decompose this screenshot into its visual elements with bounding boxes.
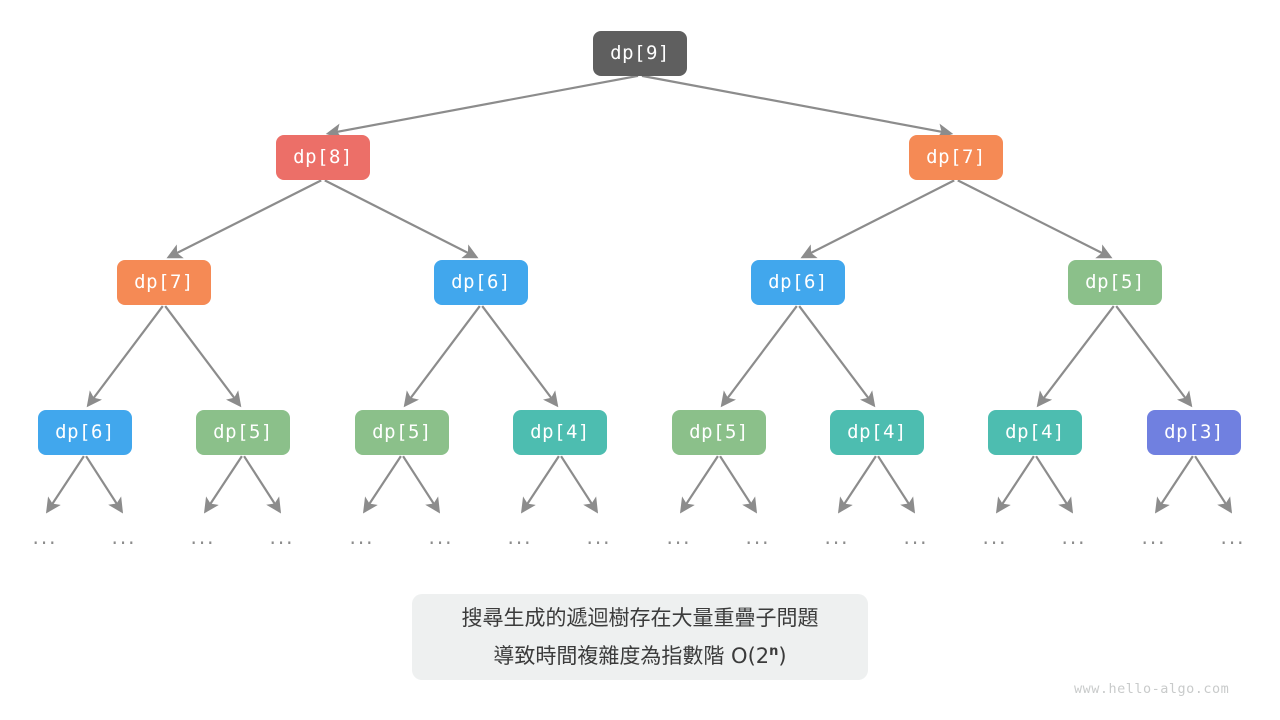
tree-node-n0: dp[9] <box>593 30 687 76</box>
tree-node-n11: dp[5] <box>672 409 766 455</box>
leaf-edge-12 <box>995 455 1035 514</box>
ellipsis-marker: ... <box>982 525 1008 549</box>
edge-n0-n1 <box>325 74 639 139</box>
leaf-edge-5 <box>402 455 441 514</box>
ellipsis-marker: ... <box>1141 525 1167 549</box>
edge-n2-n6 <box>957 179 1113 259</box>
tree-node-n6: dp[5] <box>1068 259 1162 305</box>
ellipsis-marker: ... <box>111 525 137 549</box>
tree-node-n8: dp[5] <box>196 409 290 455</box>
tree-node-n7: dp[6] <box>38 409 132 455</box>
ellipsis-marker: ... <box>586 525 612 549</box>
leaf-edge-7 <box>560 455 599 514</box>
ellipsis-marker: ... <box>32 525 58 549</box>
leaf-edge-0 <box>45 455 85 514</box>
edge-n4-n10 <box>481 305 559 408</box>
leaf-edge-8 <box>679 455 719 514</box>
edge-n6-n13 <box>1036 305 1115 408</box>
edge-n3-n7 <box>86 305 164 408</box>
edge-n6-n14 <box>1115 305 1193 408</box>
caption-line-2: 導致時間複雜度為指數階 O(2n) <box>493 635 786 673</box>
ellipsis-marker: ... <box>824 525 850 549</box>
leaf-edge-13 <box>1035 455 1074 514</box>
leaf-edge-11 <box>877 455 916 514</box>
edge-n5-n12 <box>798 305 876 408</box>
caption-box: 搜尋生成的遞迴樹存在大量重疊子問題 導致時間複雜度為指數階 O(2n) <box>412 594 868 680</box>
leaf-edge-14 <box>1154 455 1194 514</box>
edge-n0-n2 <box>641 74 954 139</box>
tree-node-n9: dp[5] <box>355 409 449 455</box>
tree-node-n1: dp[8] <box>276 134 370 180</box>
tree-node-n13: dp[4] <box>988 409 1082 455</box>
leaf-edge-3 <box>243 455 282 514</box>
tree-node-n3: dp[7] <box>117 259 211 305</box>
tree-node-n12: dp[4] <box>830 409 924 455</box>
leaf-edge-4 <box>362 455 402 514</box>
tree-node-n14: dp[3] <box>1147 409 1241 455</box>
ellipsis-marker: ... <box>1061 525 1087 549</box>
ellipsis-marker: ... <box>269 525 295 549</box>
tree-node-n2: dp[7] <box>909 134 1003 180</box>
edge-n3-n8 <box>164 305 242 408</box>
ellipsis-marker: ... <box>666 525 692 549</box>
leaf-edge-9 <box>719 455 758 514</box>
leaf-edge-1 <box>85 455 124 514</box>
ellipsis-marker: ... <box>903 525 929 549</box>
edge-n4-n9 <box>403 305 481 408</box>
ellipsis-marker: ... <box>745 525 771 549</box>
caption-line-2-suffix: ) <box>778 644 787 668</box>
ellipsis-marker: ... <box>190 525 216 549</box>
ellipsis-marker: ... <box>349 525 375 549</box>
watermark: www.hello-algo.com <box>1074 681 1230 697</box>
ellipsis-marker: ... <box>1220 525 1246 549</box>
caption-line-1: 搜尋生成的遞迴樹存在大量重疊子問題 <box>461 606 819 630</box>
ellipsis-marker: ... <box>507 525 533 549</box>
edge-n1-n3 <box>166 179 322 259</box>
edge-n2-n5 <box>800 179 955 259</box>
edge-n1-n4 <box>324 179 479 259</box>
tree-node-n5: dp[6] <box>751 259 845 305</box>
leaf-edge-15 <box>1194 455 1233 514</box>
leaf-edge-10 <box>837 455 877 514</box>
caption-exponent: n <box>769 644 779 659</box>
ellipsis-marker: ... <box>428 525 454 549</box>
edge-n5-n11 <box>720 305 798 408</box>
leaf-edge-6 <box>520 455 560 514</box>
caption-line-2-prefix: 導致時間複雜度為指數階 O(2 <box>493 644 770 668</box>
leaf-edge-2 <box>203 455 243 514</box>
tree-node-n10: dp[4] <box>513 409 607 455</box>
tree-node-n4: dp[6] <box>434 259 528 305</box>
